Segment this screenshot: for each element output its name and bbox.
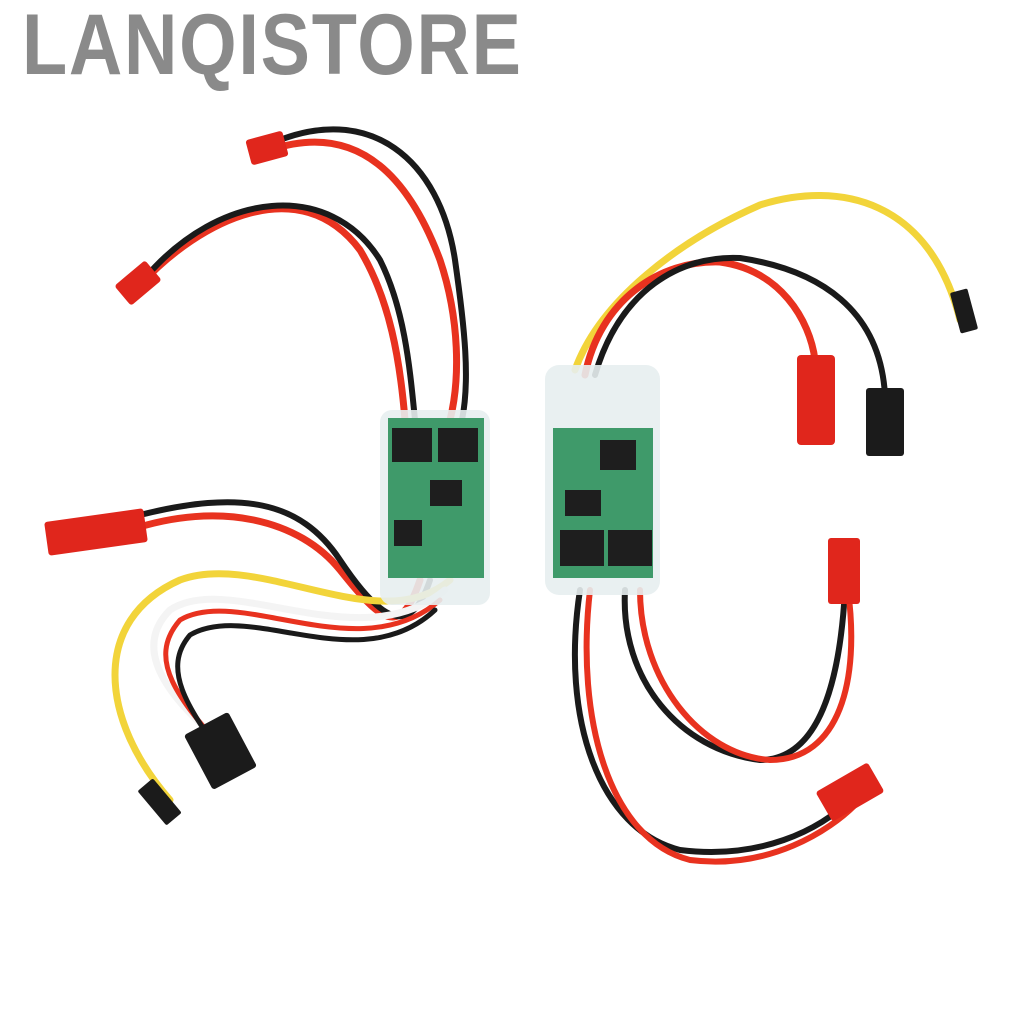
jst-connector [816,763,884,821]
servo-connector [866,388,904,456]
brand-watermark: LANQISTORE [22,0,523,93]
servo-connector [184,712,257,789]
right-module-wires [571,192,964,865]
left-esc-board [380,410,490,605]
right-esc-board [545,365,660,595]
jst-connector [828,538,860,604]
jst-connector [245,131,289,165]
jst-connector [44,508,148,556]
jst-connector [115,261,161,305]
jst-connector [797,355,835,445]
pin-connector [950,288,978,334]
left-module-wires [111,126,469,804]
pin-connector [138,779,181,825]
